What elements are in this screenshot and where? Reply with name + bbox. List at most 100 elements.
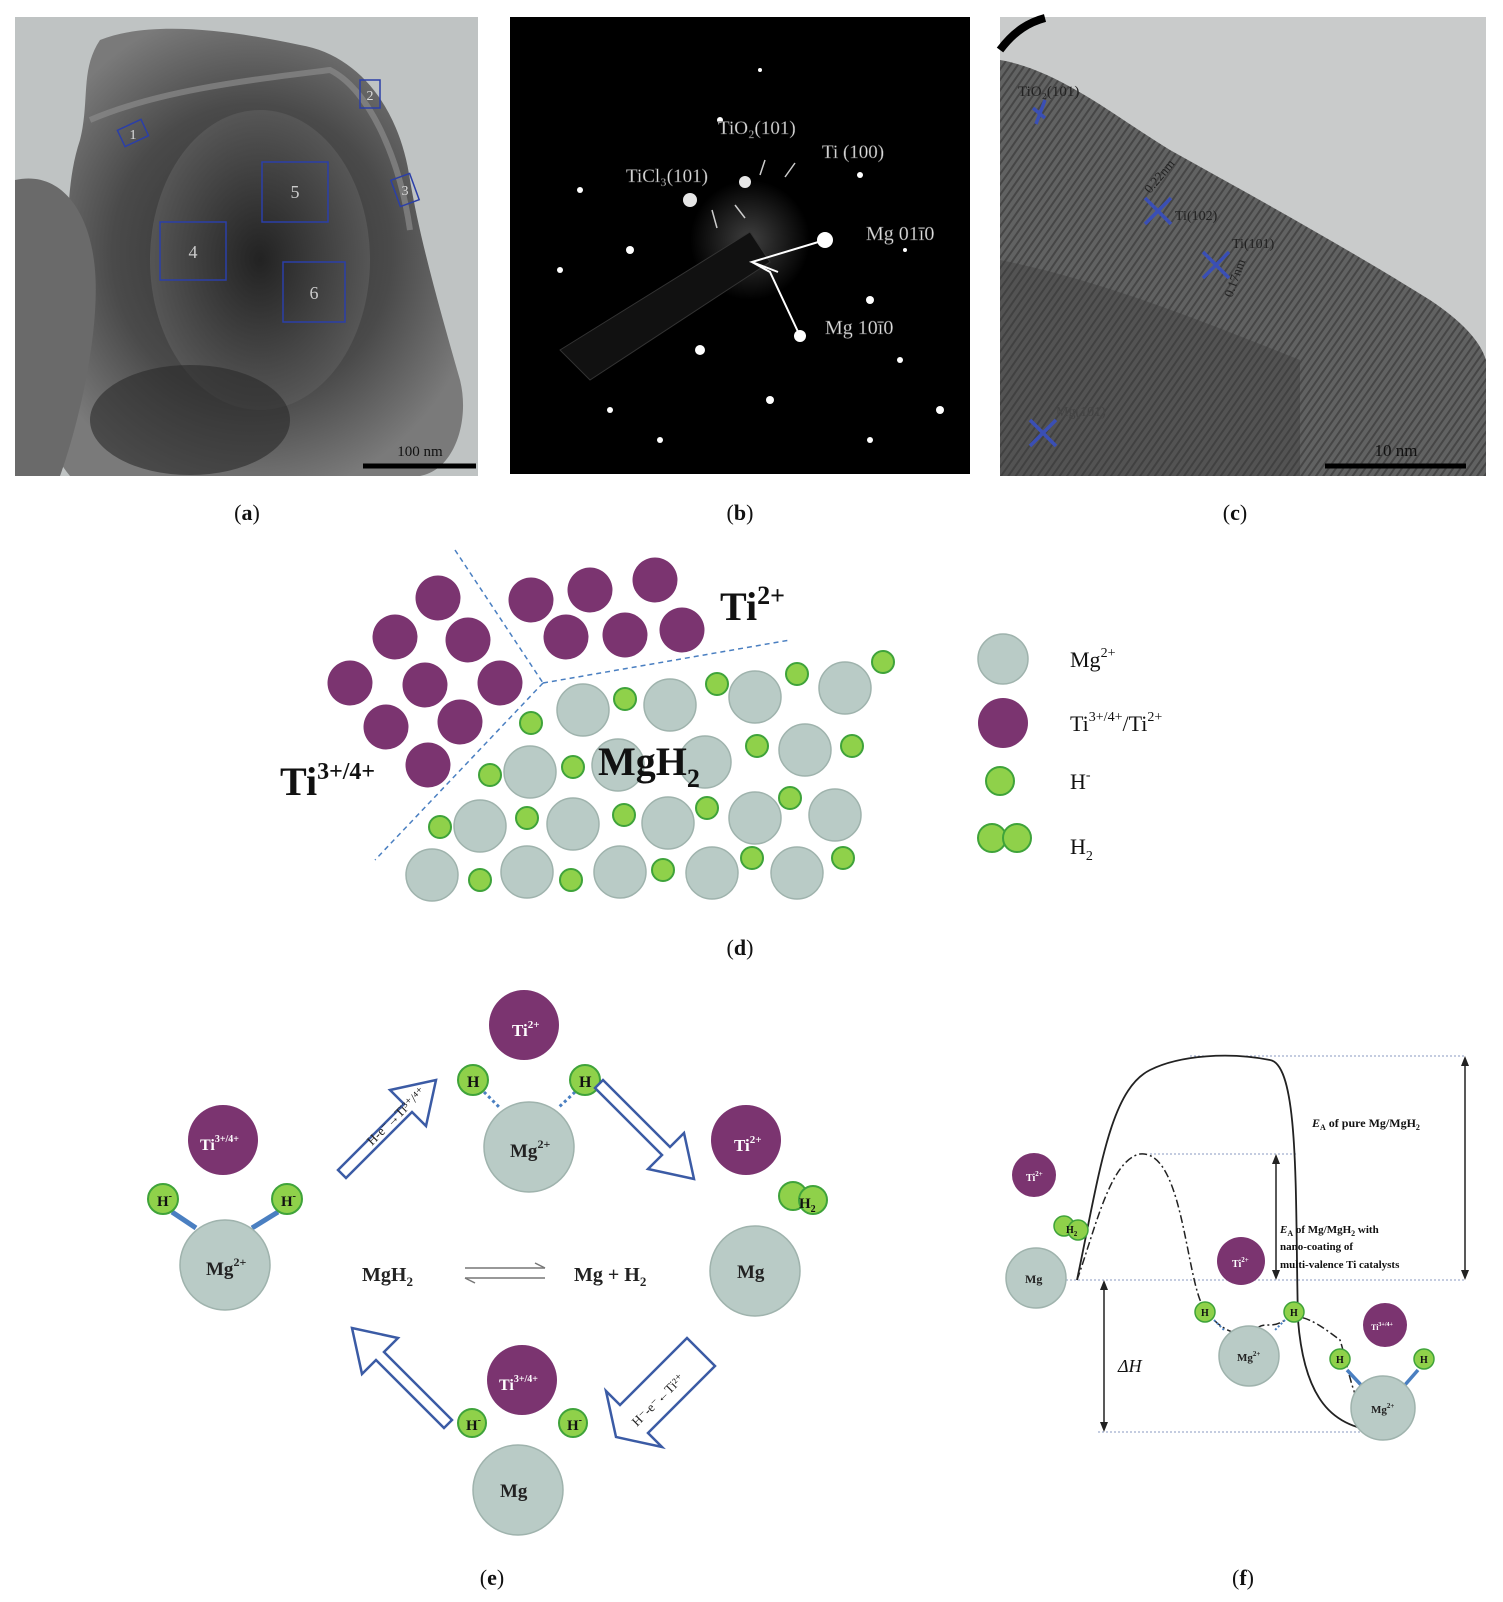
ti-atom [402,662,448,708]
panel-c: TiO₂(101) Ti(102) Ti(101) Mg(101) 0.22nm… [996,14,1486,476]
panel-a-box-4-label: 4 [189,242,198,262]
caption-a: (a) [234,500,260,525]
f-label-delta-h: ΔH [1117,1356,1143,1376]
e-bond-dotted [482,1090,502,1110]
ti-atom [372,614,418,660]
panel-a-edge-rim [88,66,413,231]
mg-atom [500,845,554,899]
h-atom [515,806,539,830]
panel-b-pointer [734,204,746,219]
caption-f: (f) [1232,1565,1254,1590]
f-arrow-ea-pure-head [1461,1270,1469,1280]
panel-b-pointer [711,209,718,229]
e-h-minus-label: H- [157,1191,172,1210]
f-h-label: H [1336,1355,1344,1366]
h-atom [695,796,719,820]
f-ti2-atom [1217,1237,1265,1285]
e-mg2-atom [179,1219,271,1311]
e-h2-label: H2 [799,1196,816,1215]
f-mg-atom [1005,1247,1067,1309]
mg-atom [641,796,695,850]
f-arrow-ea-cat-head [1272,1154,1280,1164]
f-arrow-delta-h-head [1100,1280,1108,1290]
panel-b-label-ti100: Ti (100) [822,142,884,163]
mg-atom [405,848,459,902]
f-ti34-label: Ti3+/4+ [1371,1322,1394,1332]
e-mg-label: Mg [500,1481,528,1502]
panel-f: EA of pure Mg/MgH2 EA of Mg/MgH2 with na… [1005,1054,1469,1441]
legend-mg-label: Mg2+ [1070,646,1116,672]
panel-c-scale-label: 10 nm [1375,441,1418,460]
f-h-label: H [1201,1308,1209,1319]
h-atom [613,687,637,711]
ti-atom [602,612,648,658]
e-h-minus-label: H- [567,1415,582,1434]
f-h-atom [1413,1348,1435,1370]
mg-atom [453,799,507,853]
ti-atom [415,575,461,621]
legend-h2-swatch [977,823,1007,853]
legend-h-swatch [985,766,1015,796]
panel-a-box-3 [389,172,421,208]
caption-e: (e) [480,1565,504,1590]
panel-a-scale-label: 100 nm [397,444,443,460]
e-h-atom [569,1064,601,1096]
e-h-minus-label: H- [281,1191,296,1210]
e-mg-atom [709,1225,801,1317]
h-atom [871,650,895,674]
panel-d-ti-atoms [327,557,705,788]
panel-b-label-ticl3: TiCl₃(101) [626,166,708,187]
panel-a: 1 2 3 4 5 6 100 nm [15,17,478,477]
ti-atom [327,660,373,706]
panel-a-box-6 [282,261,346,323]
panel-d-label-ti2: Ti2+ [720,581,785,629]
e-block-arrow-top-left [336,1078,438,1180]
panel-a-box-2 [359,79,381,109]
mg-atom [818,661,872,715]
ti-atom [437,699,483,745]
e-ti2-atom [711,1105,781,1175]
h-atom [705,672,729,696]
panel-d-label-ti34: Ti3+/4+ [280,759,375,804]
panel-d-boundary [374,682,544,861]
panel-e: Ti2+ H H Mg2+ Ti3+/4+ H- H- Mg2+ Ti2+ H2… [147,990,828,1536]
h-atom [778,786,802,810]
e-center-mgh2: MgH2 [362,1264,413,1289]
f-mg2-label: Mg2+ [1371,1402,1394,1416]
panel-c-label-ti101: Ti(101) [1232,237,1275,252]
mg-atom [778,723,832,777]
f-arrow-delta-h-head [1100,1422,1108,1432]
e-h-label: H [579,1074,592,1091]
mg-atom [728,670,782,724]
e-h2-atom [798,1185,828,1215]
panel-d: Ti2+ Ti3+/4+ MgH2 Mg2+ Ti3+/4+/Ti2+ H- H… [280,549,1162,902]
e-h-label: H [467,1074,480,1091]
panel-a-box-5-label: 5 [291,182,300,202]
h-atom [651,858,675,882]
legend-h2-label: H2 [1070,834,1093,864]
e-bond [170,1209,198,1231]
e-h-atom [457,1064,489,1096]
f-mg2-atom [1218,1325,1280,1387]
f-arrow-ea-cat-head [1272,1270,1280,1280]
panel-a-box-4 [159,221,227,281]
caption-b: (b) [727,500,754,525]
panel-a-box-1-label: 1 [130,128,137,143]
e-h-minus-atom [147,1183,179,1215]
f-arrow-ea-pure-head [1461,1056,1469,1066]
f-mg2-atom [1350,1375,1416,1441]
mg-atom [808,788,862,842]
f-bond [1402,1368,1420,1388]
e-block-arrow-top-right [593,1078,696,1181]
f-h2-atom [1067,1219,1089,1241]
mg-atom [591,738,645,792]
e-ti2-label: Ti2+ [512,1019,540,1040]
ti-atom [445,617,491,663]
ti-atom [363,704,409,750]
e-h-minus-atom [457,1408,487,1438]
panel-b-label-tio2: TiO₂(101) [718,118,796,139]
h-atom [831,846,855,870]
panel-b-mg1010-pointer [751,261,801,337]
f-label-ea-cat-line2: nano-coating of [1280,1241,1353,1253]
